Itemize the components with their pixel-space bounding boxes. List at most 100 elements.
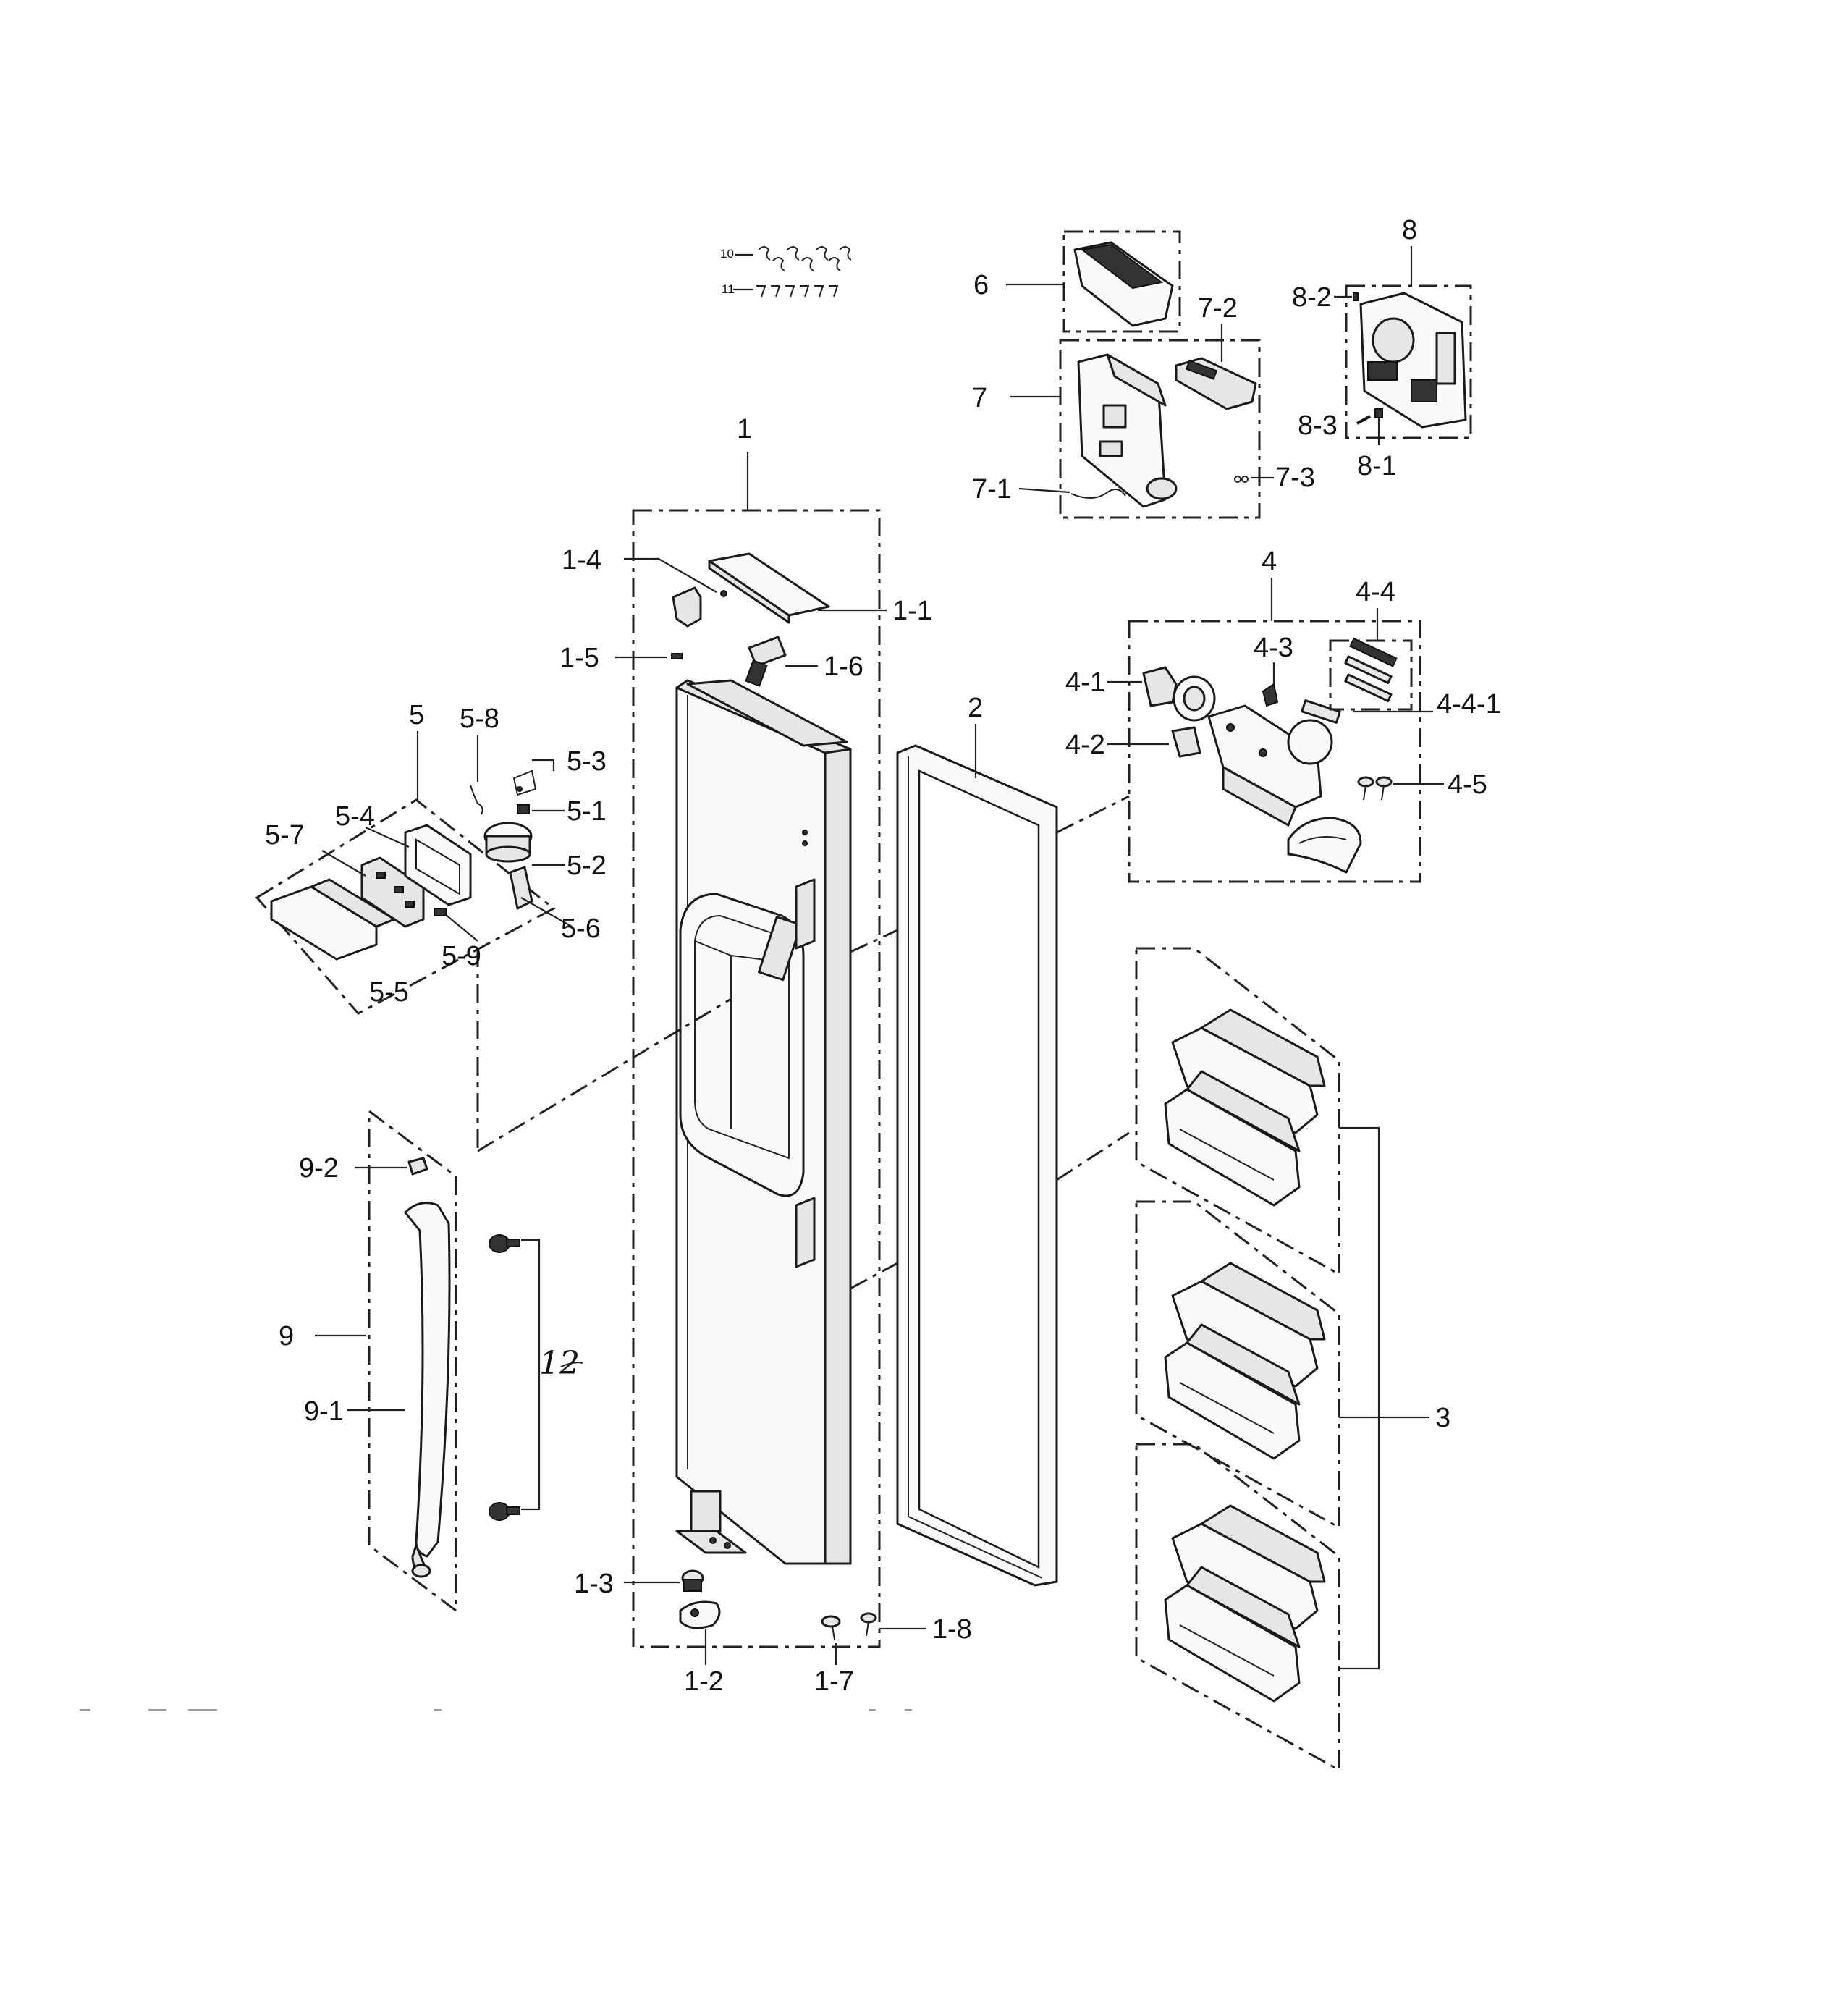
dispenser-recess <box>679 893 805 1197</box>
screw-sets-10-11: 10 11 <box>720 246 852 298</box>
part-1-2-cap <box>679 1600 721 1629</box>
part-4-sensor <box>1301 699 1341 724</box>
part-5-1 <box>517 804 530 814</box>
label-1-8: 1-8 <box>932 1614 972 1645</box>
group-4-box <box>1128 620 1421 883</box>
label-5-8: 5-8 <box>460 704 499 734</box>
part-4-1-motor <box>1142 666 1216 722</box>
label-1-4: 1-4 <box>562 545 601 575</box>
bins-set-2 <box>1164 1262 1326 1460</box>
part-1-7-screw <box>821 1615 841 1640</box>
bin-box-3 <box>1135 1443 1340 1772</box>
part-8-1 <box>1374 408 1383 418</box>
part-1-8-screw <box>860 1612 877 1637</box>
part-4-housing <box>1207 704 1322 827</box>
part-2-gasket: 2 <box>896 693 1058 1587</box>
label-6: 6 <box>973 270 989 300</box>
group-4: 4 4-1 4-2 4-3 <box>1065 547 1501 883</box>
label-7-3: 7-3 <box>1275 463 1315 493</box>
part-5-2-solenoid <box>483 822 533 863</box>
label-8-3: 8-3 <box>1298 410 1338 441</box>
part-9-1-handle-bar <box>404 1202 451 1578</box>
part-4-chute <box>1287 817 1362 874</box>
part-4-3 <box>1262 683 1279 707</box>
bin-box-1 <box>1135 947 1340 1276</box>
group-7-box <box>1059 339 1261 519</box>
part-10-screws <box>758 246 852 271</box>
group-5-box <box>255 798 556 1015</box>
label-5-7: 5-7 <box>265 820 305 851</box>
label-4-4-1: 4-4-1 <box>1437 689 1501 720</box>
label-1-2: 1-2 <box>684 1666 724 1697</box>
label-7-1: 7-1 <box>972 474 1012 505</box>
part-1-1-cover <box>708 552 830 624</box>
group-1-box <box>632 509 881 1648</box>
part-8-auger-motor <box>1359 292 1467 429</box>
part-1-6-switch <box>745 636 787 687</box>
label-5-2: 5-2 <box>567 851 607 881</box>
label-5-1: 5-1 <box>567 796 607 827</box>
part-4-lid <box>1287 719 1333 765</box>
group-6: 6 <box>973 230 1181 333</box>
part-4-4-heater <box>1344 637 1398 702</box>
group-3-bins: 3 <box>1135 947 1450 1772</box>
label-4-5: 4-5 <box>1448 769 1487 800</box>
part-4-2 <box>1171 726 1201 758</box>
label-5-6: 5-6 <box>561 914 601 944</box>
label-10: 10 <box>720 247 734 261</box>
group-8-box <box>1345 284 1472 439</box>
label-11: 11 <box>722 282 735 296</box>
part-1-3-bushing <box>681 1569 704 1592</box>
label-8: 8 <box>1402 215 1417 245</box>
part-5-7-pcb <box>360 856 425 928</box>
label-4-1: 4-1 <box>1065 667 1105 698</box>
label-4-2: 4-2 <box>1065 730 1105 760</box>
part-7-1-wire <box>1070 489 1126 499</box>
part-7-bucket-housing <box>1077 353 1178 508</box>
part-9-2 <box>407 1157 428 1176</box>
connector-lines <box>476 795 1130 1290</box>
bins-set-1 <box>1164 1008 1326 1207</box>
door-panel <box>675 679 852 1565</box>
group-9-handle: 9 9-2 9-1 12 <box>279 1109 583 1613</box>
label-1-5: 1-5 <box>559 643 599 673</box>
part-1-5 <box>671 653 683 659</box>
part-7-3 <box>1234 476 1249 483</box>
part-5-9 <box>434 908 447 916</box>
door-hinge-bracket <box>675 1490 747 1554</box>
label-4-4: 4-4 <box>1356 577 1395 607</box>
label-1-1: 1-1 <box>892 596 932 626</box>
part-7-2 <box>1175 357 1257 410</box>
part-4-5-screws <box>1357 776 1393 801</box>
part-11-screws <box>756 285 839 298</box>
bins-set-3 <box>1164 1504 1326 1703</box>
label-4: 4 <box>1262 547 1277 577</box>
label-8-1: 8-1 <box>1357 451 1397 481</box>
part-8-3 <box>1356 415 1371 425</box>
part-5-6-lever <box>509 866 533 910</box>
label-9-1: 9-1 <box>304 1396 344 1427</box>
group-5: 5 5-5 5-7 5-4 5-8 <box>255 700 607 1015</box>
label-2: 2 <box>968 693 983 723</box>
part-12-screws <box>489 1234 520 1521</box>
label-5-3: 5-3 <box>567 746 607 777</box>
group-9-box <box>368 1109 457 1613</box>
label-5-9: 5-9 <box>442 941 481 971</box>
part-1-4 <box>672 586 727 628</box>
part-6-cover <box>1073 241 1174 327</box>
label-3: 3 <box>1435 1403 1450 1433</box>
label-1: 1 <box>737 414 752 444</box>
part-5-5-panel <box>270 878 396 961</box>
part-8-2 <box>1353 292 1359 301</box>
part-5-4-frame <box>404 824 472 906</box>
part-5-8-wire <box>470 785 483 815</box>
label-1-6: 1-6 <box>824 651 863 682</box>
group-4-4-box <box>1329 639 1413 711</box>
label-1-7: 1-7 <box>814 1666 854 1697</box>
label-7: 7 <box>972 383 987 413</box>
label-5-5: 5-5 <box>369 977 409 1008</box>
label-8-2: 8-2 <box>1292 282 1332 313</box>
label-7-2: 7-2 <box>1198 293 1238 324</box>
group-1-door: 1 <box>559 414 972 1697</box>
